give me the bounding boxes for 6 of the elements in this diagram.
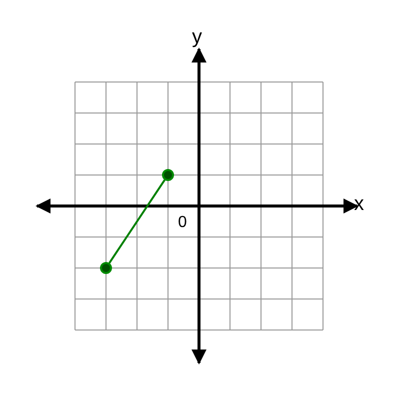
axis-label: y [192,27,202,47]
origin-label: 0 [178,215,187,231]
line-segment [108,179,166,264]
point-marker [162,169,174,181]
axis-label: x [354,194,364,214]
point-marker [100,262,112,274]
